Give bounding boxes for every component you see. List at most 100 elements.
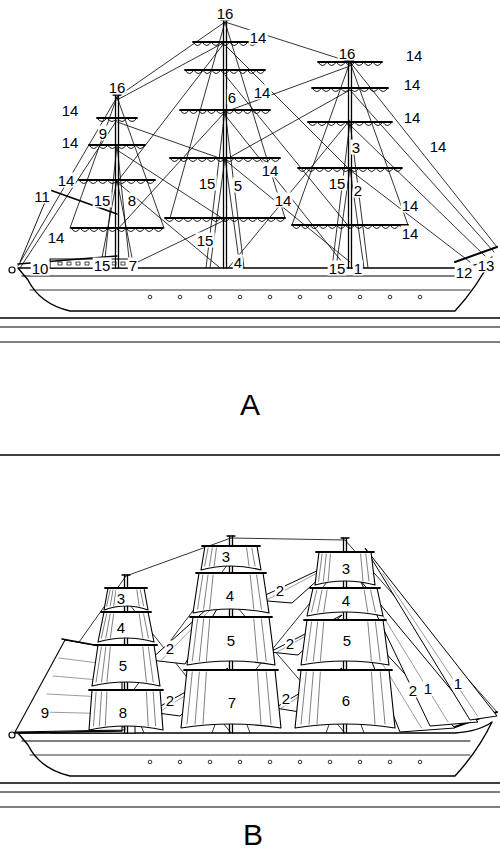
sail-shading xyxy=(214,548,216,566)
callout-number: 6 xyxy=(341,693,351,708)
porthole xyxy=(298,760,302,764)
callout-number: 14 xyxy=(61,135,80,150)
rigging-line xyxy=(350,170,470,262)
sail-shading xyxy=(209,548,212,566)
callout-number: 14 xyxy=(61,103,80,118)
sail-shading xyxy=(204,575,208,609)
sail-shading xyxy=(143,647,147,682)
callout-number: 15 xyxy=(198,176,217,191)
callout-number: 2 xyxy=(281,691,291,706)
sail-shading xyxy=(364,590,368,612)
callout-number: 4 xyxy=(116,620,126,635)
porthole xyxy=(178,295,182,299)
water-line xyxy=(0,782,500,783)
sail-shading xyxy=(148,647,153,682)
furled-sail xyxy=(312,88,388,92)
sail-shading xyxy=(320,622,323,661)
callout-number: 1 xyxy=(453,676,463,691)
callout-number: 5 xyxy=(342,633,352,648)
square-sail xyxy=(104,588,148,610)
rigging-line xyxy=(117,182,225,272)
furled-sail xyxy=(89,145,145,149)
mast-truck xyxy=(227,535,235,536)
porthole xyxy=(208,760,212,764)
boom xyxy=(14,731,122,733)
sail-shading xyxy=(153,692,155,726)
sail-shading xyxy=(107,590,111,606)
yard xyxy=(196,572,266,574)
square-sail xyxy=(307,588,383,616)
furled-sail xyxy=(318,62,382,66)
furled-sail xyxy=(71,228,163,232)
callout-number: 15 xyxy=(328,261,347,276)
rigging-line xyxy=(117,97,164,228)
callout-number: 3 xyxy=(116,591,126,606)
separator-line xyxy=(0,454,500,456)
callout-number: 9 xyxy=(40,705,50,720)
sail-shading xyxy=(144,614,149,638)
callout-number: 16 xyxy=(216,6,235,21)
yard xyxy=(184,669,278,671)
callout-number: 2 xyxy=(165,641,175,656)
callout-number: 1 xyxy=(353,261,363,276)
sail-shading xyxy=(210,575,213,609)
sail-shading xyxy=(257,672,261,724)
rigging-line xyxy=(117,22,225,97)
sail-shading xyxy=(254,619,258,661)
callout-number: 12 xyxy=(455,265,474,280)
porthole xyxy=(148,760,152,764)
sail-shading xyxy=(324,590,327,612)
rigging-line xyxy=(225,75,350,228)
sail-shading xyxy=(375,622,380,661)
sail-shading xyxy=(101,614,106,638)
sail-shading xyxy=(383,574,478,717)
porthole xyxy=(298,295,302,299)
yard xyxy=(105,587,147,589)
rigging-line xyxy=(20,120,117,268)
mast xyxy=(226,20,227,268)
callout-number: 16 xyxy=(338,46,357,61)
callout-number: 4 xyxy=(225,588,235,603)
mast xyxy=(351,60,352,268)
callout-number: 11 xyxy=(33,189,51,204)
sail-shading xyxy=(306,622,311,661)
water-line xyxy=(0,342,500,343)
rigging-line xyxy=(225,120,350,272)
mast xyxy=(223,20,224,268)
yard xyxy=(89,689,163,691)
water-line xyxy=(0,807,500,808)
mast-truck xyxy=(122,574,130,575)
mast-truck xyxy=(341,537,349,538)
callout-number: 2 xyxy=(353,183,363,198)
furled-sail xyxy=(298,168,402,172)
sail-shading xyxy=(146,692,148,726)
callout-number: 7 xyxy=(128,258,138,273)
rigging-line xyxy=(225,160,350,262)
sail-shading xyxy=(199,619,203,661)
sail-shading xyxy=(250,575,254,609)
mast xyxy=(348,60,349,268)
sail-shading xyxy=(96,647,101,682)
yard xyxy=(95,644,157,646)
rigging-line xyxy=(117,42,225,100)
sail-shading xyxy=(206,619,209,661)
water-line xyxy=(0,317,500,318)
callout-number: 14 xyxy=(403,77,422,92)
rigging-line xyxy=(350,62,497,247)
rigging-line xyxy=(225,90,350,160)
callout-number: 14 xyxy=(429,139,448,154)
callout-number: 1 xyxy=(423,681,433,696)
rigging-line xyxy=(350,125,485,256)
callout-number: 14 xyxy=(261,163,280,178)
rigging-line xyxy=(350,122,368,268)
square-sail xyxy=(187,617,275,665)
sail-shading xyxy=(107,647,110,682)
porthole xyxy=(418,760,422,764)
water-line xyxy=(0,792,500,793)
callout-number: 14 xyxy=(405,48,424,63)
rigging-line xyxy=(350,62,408,225)
sail-shading xyxy=(366,554,369,581)
hull-rail xyxy=(22,741,470,742)
